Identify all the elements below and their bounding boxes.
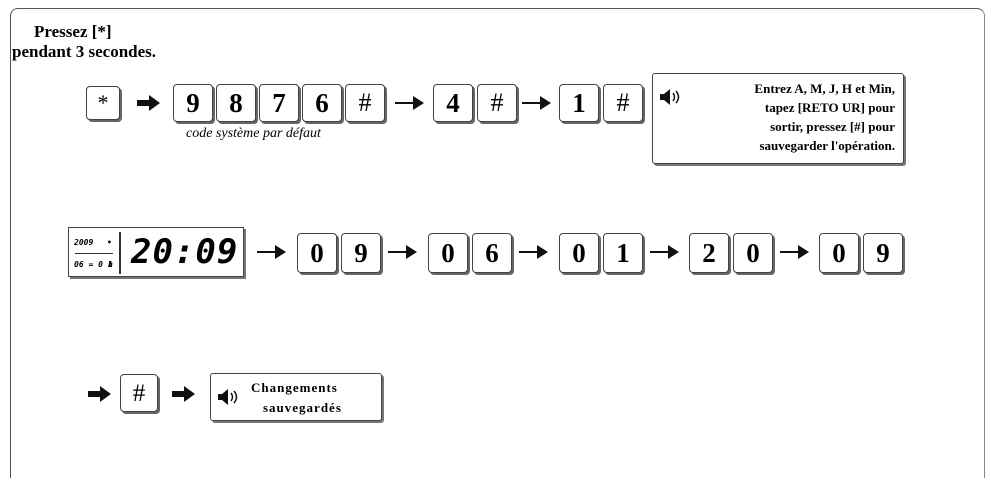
saved-line-2: sauvegardés [263,400,342,415]
key-9[interactable]: 9 [863,233,903,273]
speaker-icon [218,389,238,405]
key-2[interactable]: 2 [689,233,729,273]
lcd-divider [119,232,121,274]
key-hash[interactable]: # [603,84,643,122]
key-star[interactable]: * [86,86,120,120]
instruction-line-2: pendant 3 secondes. [12,42,157,61]
key-0[interactable]: 0 [297,233,337,273]
key-9[interactable]: 9 [341,233,381,273]
key-0[interactable]: 0 [559,233,599,273]
right-arrow-icon [522,96,551,110]
key-hash[interactable]: # [120,374,158,412]
key-6[interactable]: 6 [302,84,342,122]
key-hash[interactable]: # [477,84,517,122]
lcd-year-mark: • [107,238,112,247]
instruction-line-1: Pressez [*] [34,22,112,41]
message-line-4: sauvegarder l'opération. [759,138,895,153]
lcd-time: 20:09 [131,232,239,272]
default-code-note: code système par défaut [186,126,321,141]
key-9[interactable]: 9 [173,84,213,122]
key-0[interactable]: 0 [428,233,468,273]
right-arrow-icon [519,245,548,259]
key-7[interactable]: 7 [259,84,299,122]
key-0[interactable]: 0 [819,233,859,273]
right-arrow-icon [137,95,160,111]
key-hash[interactable]: # [345,84,385,122]
message-box-saved: Changements sauvegardés [210,373,382,421]
key-1[interactable]: 1 [603,233,643,273]
message-line-1: Entrez A, M, J, H et Min, [754,81,895,96]
diagram-frame [10,8,985,478]
key-1[interactable]: 1 [559,84,599,122]
message-line-2: tapez [RETO UR] pour [764,100,895,115]
key-0[interactable]: 0 [733,233,773,273]
right-arrow-icon [650,245,679,259]
lcd-separator [75,253,113,254]
right-arrow-icon [388,245,417,259]
right-arrow-icon [257,245,286,259]
saved-line-1: Changements [251,380,338,395]
lcd-year: 2009 [74,238,94,247]
key-8[interactable]: 8 [216,84,256,122]
lcd-display: 2009 • 06 = 0 1 h 20:09 [68,227,244,277]
key-6[interactable]: 6 [472,233,512,273]
right-arrow-icon [172,386,195,402]
right-arrow-icon [395,96,424,110]
right-arrow-icon [88,386,111,402]
speaker-icon [660,89,680,105]
message-box-entry: Entrez A, M, J, H et Min, tapez [RETO UR… [652,73,904,164]
right-arrow-icon [780,245,809,259]
lcd-date-mark: h [108,260,113,269]
lcd-date: 06 = 0 1 [74,260,113,269]
message-line-3: sortir, pressez [#] pour [770,119,895,134]
key-4[interactable]: 4 [433,84,473,122]
